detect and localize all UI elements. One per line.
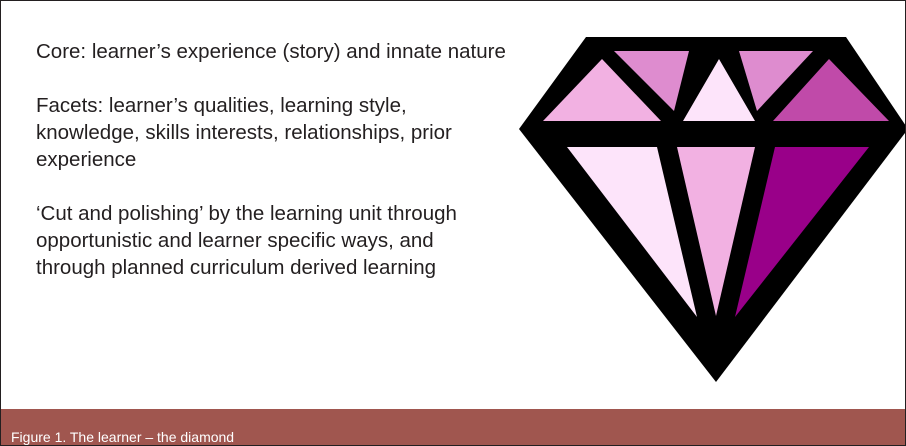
facet-bottom-right bbox=[735, 147, 869, 317]
facet-bottom-left bbox=[567, 147, 697, 317]
caption-bar: Figure 1. The learner – the diamond bbox=[1, 409, 905, 445]
facet-bottom-center bbox=[677, 147, 755, 316]
facets-description: Facets: learner’s qualities, learning st… bbox=[36, 94, 452, 171]
facet-top-midright bbox=[739, 51, 813, 111]
facet-top-center bbox=[683, 59, 755, 121]
facet-top-right bbox=[773, 59, 889, 121]
description-text-block: Core: learner’s experience (story) and i… bbox=[36, 38, 506, 308]
core-description: Core: learner’s experience (story) and i… bbox=[36, 40, 506, 63]
facet-top-left bbox=[543, 59, 661, 121]
cut-and-polishing-description: ‘Cut and polishing’ by the learning unit… bbox=[36, 202, 457, 279]
figure-caption: Figure 1. The learner – the diamond bbox=[11, 429, 235, 445]
facet-top-midleft bbox=[614, 51, 689, 111]
diamond-illustration bbox=[519, 37, 905, 382]
